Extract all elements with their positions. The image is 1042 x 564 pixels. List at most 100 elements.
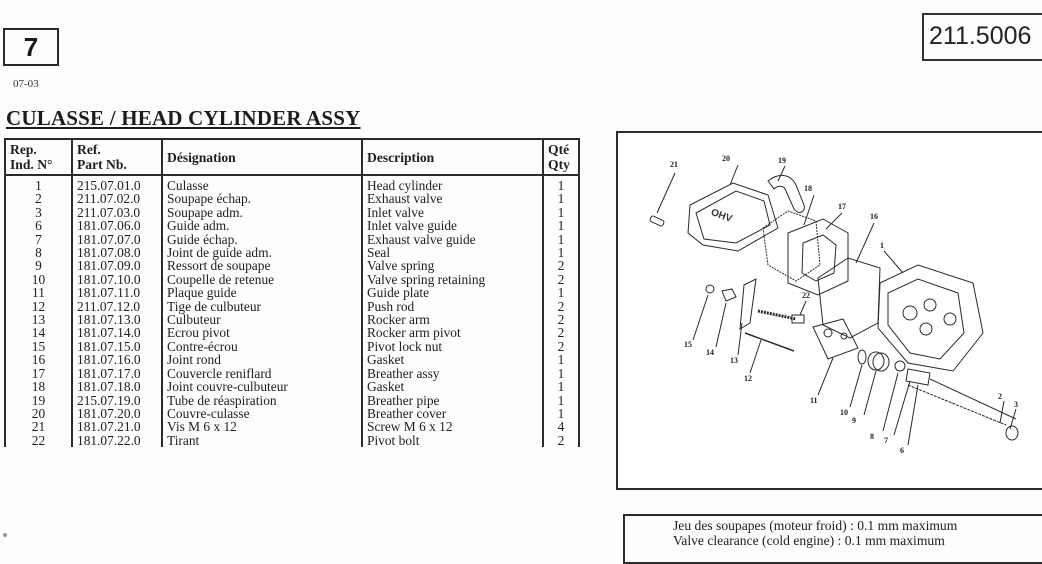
breather-assy-17-part: [787, 212, 849, 296]
cell-ref: 181.07.21.0: [71, 420, 163, 434]
cell-rep: 13: [4, 313, 73, 326]
parts-table: Rep. Ind. N° Ref. Part Nb. Désignation D…: [4, 138, 580, 447]
cell-qty: 1: [542, 353, 580, 367]
cell-rep: 22: [4, 433, 73, 447]
cell-designation: Soupape échap.: [161, 192, 362, 206]
cell-description: Rocker arm pivot: [361, 326, 544, 340]
ref-header-line1: Ref.: [77, 142, 101, 157]
valve-clearance-note: Jeu des soupapes (moteur froid) : 0.1 mm…: [623, 514, 1042, 564]
callout-13: 13: [730, 356, 738, 365]
cell-rep: 6: [4, 219, 73, 233]
scan-speck: [3, 533, 7, 537]
callout-17: 17: [838, 202, 846, 211]
diagram-drawing: OHV: [649, 154, 1019, 455]
cell-qty: 4: [542, 420, 580, 434]
cell-description: Guide plate: [361, 286, 544, 300]
cell-qty: 2: [542, 433, 580, 447]
cell-description: Push rod: [361, 299, 544, 313]
cell-designation: Vis M 6 x 12: [161, 420, 362, 434]
cell-rep: 7: [4, 232, 73, 246]
cell-description: Pivot bolt: [361, 433, 544, 447]
cell-ref: 181.07.14.0: [71, 326, 163, 340]
cell-designation: Plaque guide: [161, 286, 362, 300]
cell-description: Pivot lock nut: [361, 339, 544, 353]
callout-12: 12: [744, 374, 752, 383]
cell-description: Gasket: [361, 353, 544, 367]
cell-rep: 18: [4, 380, 73, 394]
rocker-assembly-part: [692, 278, 757, 356]
cell-ref: 181.07.20.0: [71, 406, 163, 420]
cell-qty: 1: [542, 232, 580, 246]
cell-rep: 15: [4, 339, 73, 353]
cell-designation: Guide adm.: [161, 219, 362, 233]
cell-qty: 1: [542, 192, 580, 206]
ref-header-line2: Part Nb.: [77, 157, 127, 172]
cell-ref: 181.07.11.0: [71, 286, 163, 300]
cell-rep: 1: [4, 175, 73, 193]
callout-2: 2: [998, 392, 1002, 401]
cell-description: Inlet valve: [361, 205, 544, 219]
cell-description: Breather cover: [361, 406, 544, 420]
cell-ref: 181.07.22.0: [71, 433, 163, 447]
callout-16: 16: [870, 212, 878, 221]
cell-designation: Tirant: [161, 433, 362, 447]
guide-plate-11-part: [812, 318, 859, 396]
cell-designation: Ecrou pivot: [161, 326, 362, 340]
breather-pipe-19-part: [767, 165, 805, 213]
cell-ref: 181.07.16.0: [71, 353, 163, 367]
callout-3: 3: [1014, 400, 1018, 409]
rep-header-line1: Rep.: [10, 142, 37, 157]
cell-qty: 2: [542, 313, 580, 326]
note-line-en: Valve clearance (cold engine) : 0.1 mm m…: [673, 533, 945, 548]
cell-ref: 181.07.10.0: [71, 272, 163, 286]
cell-qty: 1: [542, 380, 580, 394]
rep-header-line2: Ind. N°: [10, 157, 53, 172]
cylinder-head-1-part: [877, 250, 984, 372]
cell-rep: 17: [4, 366, 73, 380]
cell-designation: Coupelle de retenue: [161, 272, 362, 286]
valve-spring-parts: [849, 349, 931, 446]
cell-ref: 181.07.09.0: [71, 259, 163, 273]
callout-10: 10: [840, 408, 848, 417]
cell-ref: 211.07.12.0: [71, 299, 163, 313]
cell-ref: 215.07.19.0: [71, 393, 163, 407]
cell-rep: 14: [4, 326, 73, 340]
parts-table-header: Rep. Ind. N° Ref. Part Nb. Désignation D…: [4, 138, 580, 176]
cell-designation: Culbuteur: [161, 313, 362, 326]
ohv-cover-label: OHV: [709, 207, 733, 225]
cell-description: Breather pipe: [361, 393, 544, 407]
callout-9: 9: [852, 416, 856, 425]
cell-designation: Couvercle reniflard: [161, 366, 362, 380]
section-number-box: 7: [3, 28, 59, 66]
gasket-18-part: [762, 194, 821, 282]
column-header-qty: Qté Qty: [542, 138, 580, 176]
callout-20: 20: [722, 154, 730, 163]
cell-description: Exhaust valve guide: [361, 232, 544, 246]
cell-rep: 2: [4, 192, 73, 206]
cell-ref: 181.07.15.0: [71, 339, 163, 353]
callout-14: 14: [706, 348, 714, 357]
cell-ref: 215.07.01.0: [71, 175, 163, 193]
cell-qty: 1: [542, 286, 580, 300]
cell-designation: Couvre-culasse: [161, 406, 362, 420]
cell-designation: Tube de réaspiration: [161, 393, 362, 407]
column-header-description: Description: [361, 138, 544, 176]
cell-description: Gasket: [361, 380, 544, 394]
callout-11: 11: [810, 396, 818, 405]
cell-qty: 2: [542, 326, 580, 340]
cell-designation: Joint de guide adm.: [161, 246, 362, 259]
cell-ref: 181.07.18.0: [71, 380, 163, 394]
cell-ref: 211.07.02.0: [71, 192, 163, 206]
